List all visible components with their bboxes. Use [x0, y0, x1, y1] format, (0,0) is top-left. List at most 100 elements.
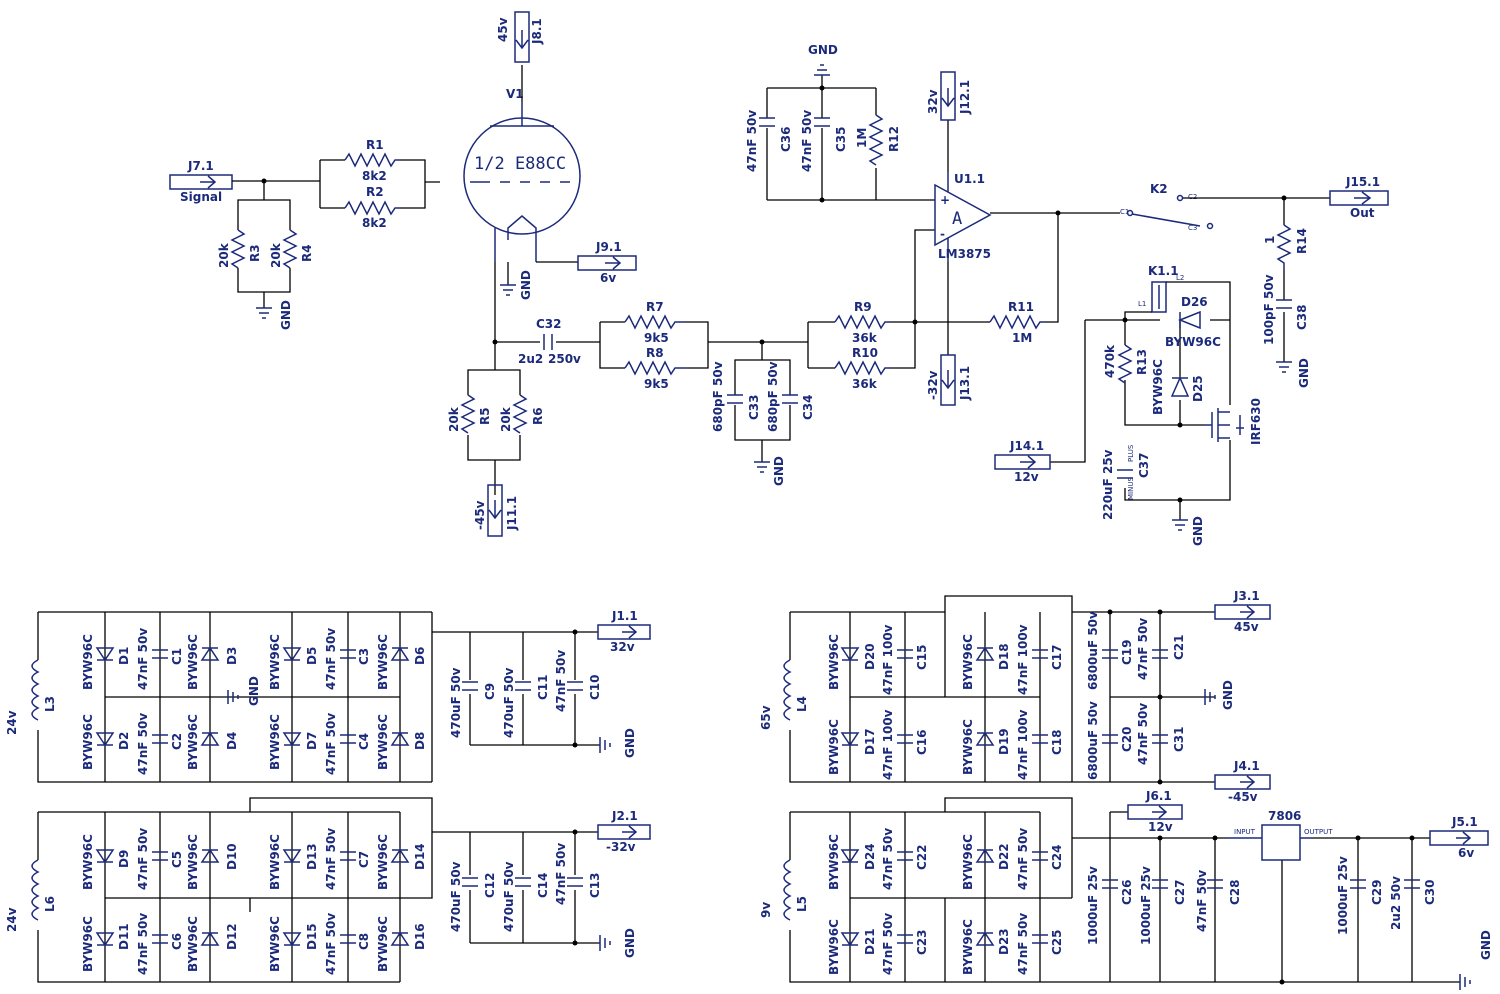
connector-j14: J14.1 12v	[994, 439, 1051, 484]
gnd-label: GND	[247, 676, 261, 706]
inductor-value: 24v	[5, 710, 19, 735]
cap-value: 47nF 50v	[554, 843, 568, 905]
cap-ref: C24	[1050, 844, 1064, 870]
opamp-minus: -	[940, 227, 945, 241]
cap-ref: C36	[779, 126, 793, 152]
cap-value: 1000uF 25v	[1336, 856, 1350, 935]
resistor-r10: R10 36k	[834, 346, 890, 391]
relay-coil-k1: K1.1 L1 L2	[1138, 264, 1184, 313]
inductor-ref: L4	[795, 696, 809, 712]
diode-part: BYW96C	[376, 634, 390, 690]
diode-ref: D15	[305, 923, 319, 950]
cap-ref: C8	[357, 933, 371, 950]
cap-ref: C29	[1370, 879, 1384, 905]
diode-ref: D16	[413, 923, 427, 950]
cap-value: 47nF 50v	[1195, 870, 1209, 932]
cap-ref: C30	[1423, 879, 1437, 905]
cap-ref: C13	[588, 872, 602, 898]
connector-j4: J4.1 -45v	[1214, 759, 1271, 804]
cap-value: 100pF 50v	[1262, 274, 1276, 345]
resistor-value: 20k	[217, 242, 231, 268]
cap-ref: C38	[1295, 304, 1309, 330]
cap-value: 470uF 50v	[502, 861, 516, 932]
connector-ref: J7.1	[187, 159, 214, 173]
cap-ref: C34	[801, 394, 815, 420]
diode-ref: D19	[997, 728, 1011, 755]
relay-l1: L1	[1138, 300, 1146, 308]
capacitor-c32: C32 2u2 250v	[518, 317, 581, 366]
resistor-value: 1	[1263, 236, 1277, 244]
opamp-plus: +	[940, 193, 950, 207]
connector-value: Signal	[180, 190, 222, 204]
diode-ref: D17	[863, 728, 877, 755]
resistor-ref: R14	[1295, 228, 1309, 254]
resistor-ref: R11	[1008, 300, 1034, 314]
resistor-r12: 1M R12	[855, 114, 901, 166]
cap-value: 470uF 50v	[502, 667, 516, 738]
inductor-ref: L6	[43, 896, 57, 912]
diode-ref: D14	[413, 843, 427, 870]
cap-value: 47nF 50v	[136, 828, 150, 890]
cap-ref: C10	[588, 674, 602, 700]
diode-ref: D12	[225, 923, 239, 950]
resistor-ref: R12	[887, 126, 901, 152]
cap-value: 47nF 50v	[745, 110, 759, 172]
gnd-label: GND	[1191, 516, 1205, 546]
diode-part: BYW96C	[186, 714, 200, 770]
regulator-input: INPUT	[1234, 828, 1256, 836]
psu-45v: 65v L4 BYW96C D20 BYW96C D17 BYW96C D18 …	[759, 595, 1235, 785]
cap-value: 47nF 100v	[881, 709, 895, 780]
resistor-r9: R9 36k	[834, 300, 890, 345]
diode-ref: D25	[1191, 375, 1205, 402]
resistor-value: 9k5	[644, 377, 669, 391]
regulator-7806: 7806 INPUT OUTPUT	[1228, 809, 1333, 861]
gnd-label: GND	[623, 728, 637, 758]
diode-part: BYW96C	[961, 719, 975, 775]
cap-value: 680pF 50v	[711, 361, 725, 432]
relay-coil-ref: K1.1	[1148, 264, 1179, 278]
mosfet-irf630: IRF630	[1205, 398, 1263, 445]
cap-value: 47nF 50v	[136, 628, 150, 690]
connector-value: 45v	[1234, 620, 1259, 634]
diode-part: BYW96C	[827, 919, 841, 975]
diode-ref: D2	[117, 732, 131, 750]
opamp-u1: + - A U1.1 LM3875	[934, 172, 992, 262]
resistor-r13: 470k R13	[1103, 344, 1149, 384]
tube-ref: V1	[506, 87, 524, 101]
cap-value: 47nF 100v	[1016, 624, 1030, 695]
diode-part: BYW96C	[81, 916, 95, 972]
diode-ref: D20	[863, 643, 877, 670]
connector-ref: J8.1	[530, 18, 544, 45]
gnd-label: GND	[772, 456, 786, 486]
cap-ref: C23	[915, 929, 929, 955]
diode-ref: D1	[117, 647, 131, 665]
cap-rating: 250v	[548, 352, 581, 366]
resistor-ref: R1	[366, 138, 384, 152]
diode-part: BYW96C	[376, 834, 390, 890]
cap-value: 47nF 50v	[881, 828, 895, 890]
connector-ref: J14.1	[1009, 439, 1044, 453]
resistor-ref: R5	[478, 407, 492, 425]
psu-32v: 24v L3 BYW96C D1 BYW96C D2 BYW96C D3 BYW…	[5, 611, 637, 783]
gnd-label: GND	[1297, 358, 1311, 388]
diode-d25: BYW96C D25	[1151, 359, 1205, 415]
connector-ref: J9.1	[595, 240, 622, 254]
tube-label: 1/2 E88CC	[474, 154, 566, 174]
cap-value: 47nF 50v	[324, 628, 338, 690]
cap-value: 47nF 50v	[554, 650, 568, 712]
diode-part: BYW96C	[186, 634, 200, 690]
relay-c3: C3	[1188, 224, 1197, 232]
connector-j15: J15.1 Out	[1329, 175, 1389, 220]
relay-ref: K2	[1150, 182, 1168, 196]
diode-value: BYW96C	[1151, 359, 1165, 415]
resistor-r5: 20k R5	[447, 394, 492, 434]
resistor-ref: R6	[531, 407, 545, 425]
resistor-r3: 20k R3	[217, 229, 262, 269]
diode-ref: D10	[225, 843, 239, 870]
cap-ref: C12	[483, 872, 497, 898]
inductor-value: 24v	[5, 907, 19, 932]
cap-value: 47nF 50v	[324, 828, 338, 890]
connector-value: 12v	[1148, 820, 1173, 834]
gnd-label: GND	[1221, 680, 1235, 710]
psu-minus32v: 24v L6 BYW96C D9 BYW96C D11 BYW96C D10 B…	[5, 797, 637, 983]
